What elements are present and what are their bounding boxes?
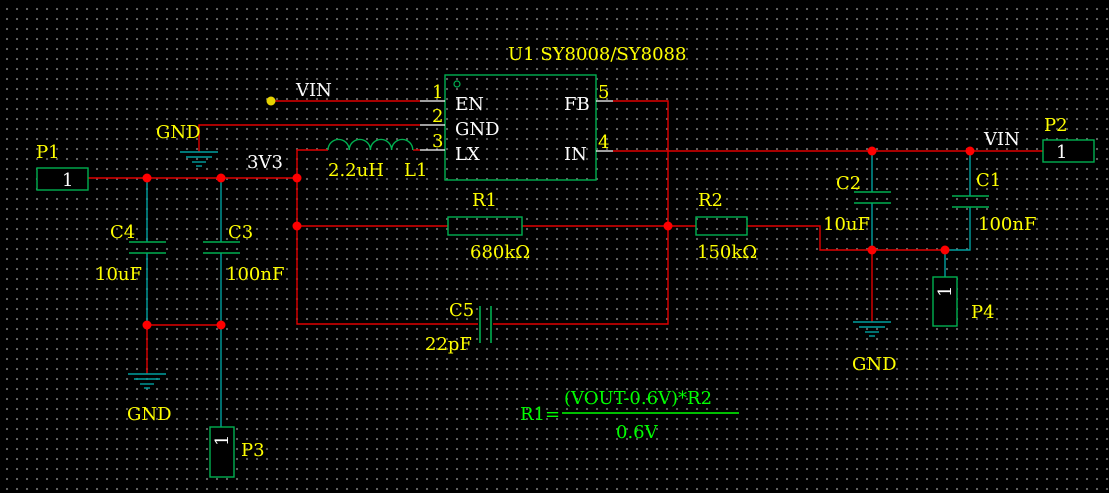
connector-body bbox=[1042, 139, 1095, 163]
wire-inductor-out bbox=[296, 149, 328, 178]
connector-ref: P1 bbox=[36, 142, 60, 163]
pin-number: 1 bbox=[432, 82, 443, 103]
formula-denominator: 0.6V bbox=[616, 422, 659, 443]
inductor-ref: L1 bbox=[404, 160, 427, 181]
junction-dot bbox=[965, 146, 975, 156]
net-label-3v3: 3V3 bbox=[247, 152, 283, 173]
connector-p4[interactable]: P4 1 bbox=[932, 276, 995, 327]
capacitor-c3[interactable]: C3 100nF bbox=[203, 222, 284, 285]
pin-number: 4 bbox=[598, 132, 609, 153]
wire-c1-bottom bbox=[945, 207, 971, 251]
gnd-symbol-bottom-left: GND bbox=[127, 373, 172, 425]
inductor-value: 2.2uH bbox=[328, 160, 384, 181]
resistor-ref: R1 bbox=[472, 190, 497, 211]
connector-pin: 1 bbox=[935, 286, 956, 297]
connector-ref: P3 bbox=[241, 440, 265, 461]
wire-gnd-pin2 bbox=[198, 124, 420, 152]
connector-body bbox=[932, 276, 958, 327]
junction-dot bbox=[142, 173, 152, 183]
capacitor-c4[interactable]: C4 10uF bbox=[95, 222, 166, 285]
connector-p2[interactable]: P2 1 bbox=[1042, 115, 1095, 163]
gnd-label: GND bbox=[852, 354, 897, 375]
capacitor-c5[interactable]: C5 22pF bbox=[425, 300, 492, 355]
capacitor-ref: C1 bbox=[976, 170, 1001, 191]
inductor-coil-icon bbox=[327, 138, 414, 151]
wire-r2-gnd bbox=[747, 225, 945, 251]
net-label-vin-right: VIN bbox=[983, 129, 1020, 150]
resistor-value: 680kΩ bbox=[470, 242, 530, 263]
junction-dot bbox=[216, 173, 226, 183]
chip-body[interactable] bbox=[444, 74, 597, 181]
wire-fb-loop bbox=[493, 100, 669, 325]
resistor-r1[interactable]: R1 680kΩ bbox=[447, 190, 530, 263]
junction-dot bbox=[940, 245, 950, 255]
capacitor-value: 22pF bbox=[425, 334, 472, 355]
resistor-value: 150kΩ bbox=[697, 242, 757, 263]
resistor-r2[interactable]: R2 150kΩ bbox=[695, 190, 757, 263]
formula-lhs: R1= bbox=[520, 404, 560, 425]
capacitor-ref: C4 bbox=[110, 222, 135, 243]
junction-dot bbox=[216, 320, 226, 330]
pin-number: 2 bbox=[432, 106, 443, 127]
pin-number: 5 bbox=[598, 82, 609, 103]
junction-dot bbox=[142, 320, 152, 330]
capacitor-ref: C3 bbox=[228, 222, 253, 243]
resistor-ref: R2 bbox=[698, 190, 723, 211]
connector-body bbox=[209, 426, 235, 478]
capacitor-value: 10uF bbox=[823, 214, 870, 235]
junction-dot bbox=[292, 173, 302, 183]
capacitor-value: 100nF bbox=[978, 214, 1036, 235]
gnd-label: GND bbox=[127, 404, 172, 425]
pin-name: LX bbox=[455, 144, 480, 165]
pin1-marker-icon bbox=[453, 80, 461, 88]
pin-name: IN bbox=[564, 144, 587, 165]
pin-number: 3 bbox=[432, 131, 443, 152]
junction-dot bbox=[867, 146, 877, 156]
connector-ref: P2 bbox=[1044, 115, 1068, 136]
connector-pin: 1 bbox=[1056, 142, 1067, 163]
connector-ref: P4 bbox=[971, 302, 995, 323]
connector-p3[interactable]: P3 1 bbox=[209, 426, 265, 478]
capacitor-value: 100nF bbox=[226, 264, 284, 285]
resistor-body bbox=[447, 216, 523, 236]
capacitor-c1[interactable]: C1 100nF bbox=[952, 170, 1036, 235]
net-labels: VIN VIN 3V3 bbox=[247, 80, 1020, 173]
net-port-icon bbox=[266, 96, 276, 106]
resistor-body bbox=[695, 216, 748, 236]
junction-dot bbox=[867, 245, 877, 255]
pin-name: EN bbox=[455, 94, 484, 115]
gnd-symbol-bottom-right: GND bbox=[852, 321, 897, 375]
net-label-vin-top: VIN bbox=[295, 80, 332, 101]
capacitor-c2[interactable]: C2 10uF bbox=[823, 173, 891, 235]
capacitor-ref: C5 bbox=[449, 300, 474, 321]
pin-name: FB bbox=[564, 94, 590, 115]
capacitor-ref: C2 bbox=[836, 173, 861, 194]
formula-note: R1= (VOUT-0.6V)*R2 0.6V bbox=[520, 388, 739, 443]
gnd-symbol-top: GND bbox=[156, 122, 218, 167]
pin-name: GND bbox=[455, 119, 500, 140]
formula-numerator: (VOUT-0.6V)*R2 bbox=[564, 388, 712, 409]
connector-body bbox=[36, 167, 89, 191]
connector-pin: 1 bbox=[62, 170, 73, 191]
junctions bbox=[142, 146, 975, 330]
junction-dot bbox=[292, 221, 302, 231]
gnd-label: GND bbox=[156, 122, 201, 143]
connector-p1[interactable]: P1 1 bbox=[36, 142, 89, 191]
capacitor-value: 10uF bbox=[95, 264, 142, 285]
inductor-l1[interactable]: 2.2uH L1 bbox=[327, 138, 427, 181]
junction-dot bbox=[663, 221, 673, 231]
chip-u1[interactable]: U1 SY8008/SY8088 1 EN 2 GND 3 LX 5 FB 4 … bbox=[420, 44, 686, 181]
connector-pin: 1 bbox=[212, 435, 233, 446]
chip-designator: U1 SY8008/SY8088 bbox=[508, 44, 686, 65]
